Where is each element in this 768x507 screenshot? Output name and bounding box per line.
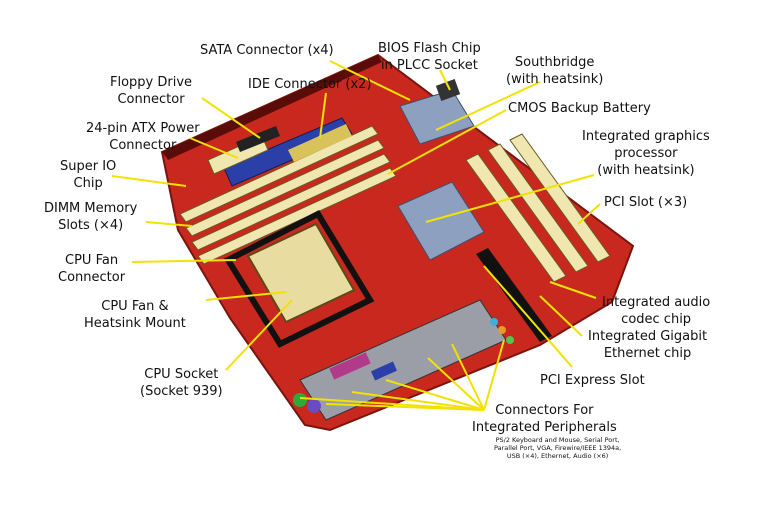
label-pci-express-slot: PCI Express Slot [540, 373, 645, 388]
cpu-socket [246, 222, 356, 324]
igp-heatsink [397, 181, 485, 261]
label-heatsink-mount: CPU Fan &Heatsink Mount [84, 299, 186, 331]
floppy-connector [236, 126, 280, 152]
label-sata-connector: SATA Connector (x4) [200, 43, 334, 58]
label-ide-connector: IDE Connector (x2) [248, 77, 372, 92]
label-peripherals-detail: PS/2 Keyboard and Mouse, Serial Port,Par… [494, 436, 622, 460]
bios-chip [435, 79, 461, 101]
pci-slots [465, 133, 611, 283]
southbridge-heatsink [399, 89, 475, 145]
label-cmos-battery: CMOS Backup Battery [508, 101, 651, 116]
pcie-slot [476, 248, 552, 342]
label-cpu-socket: CPU Socket(Socket 939) [140, 367, 223, 399]
leader-lines [111, 60, 601, 411]
label-pci-slot: PCI Slot (×3) [604, 195, 688, 210]
ide-connector-2 [288, 124, 352, 162]
label-southbridge: Southbridge(with heatsink) [506, 55, 604, 87]
heatsink-mount [223, 210, 375, 348]
